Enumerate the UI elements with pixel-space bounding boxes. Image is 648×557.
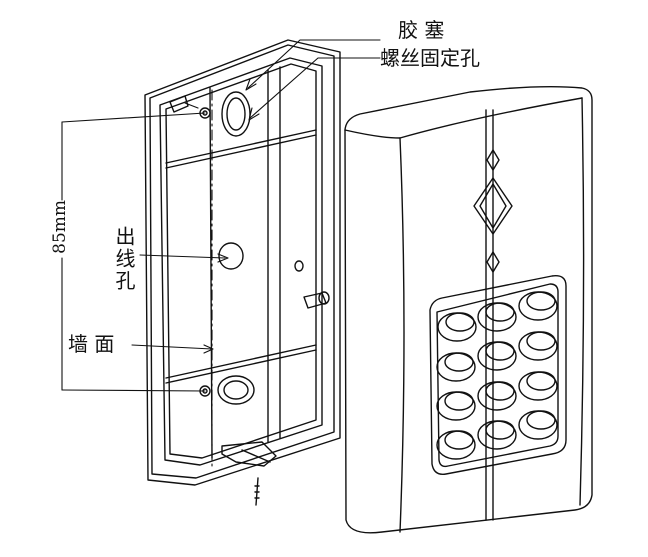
key-2 (477, 302, 517, 332)
cable-hole (218, 242, 244, 270)
key-10 (436, 430, 476, 460)
keypad-housing (344, 85, 593, 534)
back-plate (144, 39, 341, 506)
key-8 (477, 381, 517, 411)
bottom-tab (221, 441, 277, 467)
wall-surface-label: 墙 面 (68, 332, 115, 356)
leader-lines (61, 39, 381, 471)
key-4 (436, 352, 476, 382)
key-6 (518, 331, 558, 361)
key-7 (436, 391, 476, 421)
diamond-ornament (473, 177, 513, 235)
dimension-label: 85mm (50, 200, 70, 254)
key-1 (437, 312, 477, 342)
keypad-buttons (436, 291, 558, 460)
bottom-screw-slot (217, 375, 255, 405)
key-5 (477, 341, 517, 371)
key-9 (518, 371, 558, 401)
cable-hole-label: 出线孔 (112, 226, 136, 292)
key-12 (518, 410, 558, 440)
screw-hole-label: 螺丝固定孔 (380, 46, 480, 70)
key-3 (518, 291, 558, 321)
key-11 (477, 420, 517, 450)
rubber-plug-label: 胶 塞 (398, 18, 445, 42)
keypad-recess (429, 275, 567, 475)
